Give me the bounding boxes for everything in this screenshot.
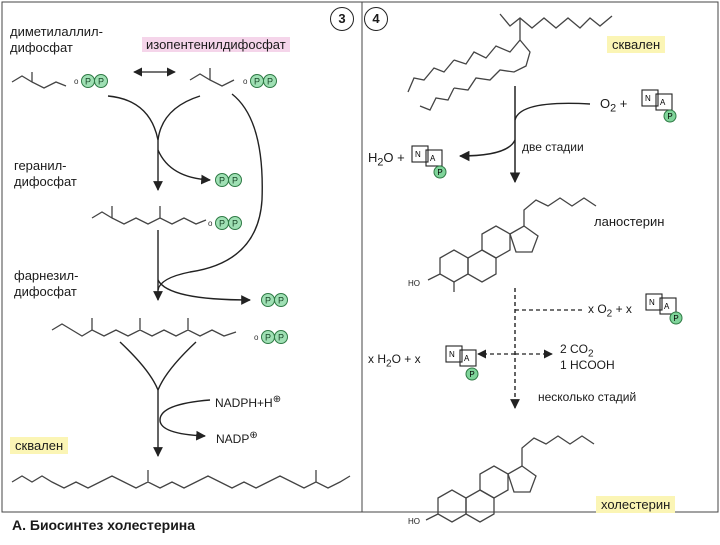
cofactor-letter: N — [415, 150, 421, 159]
fpp-merge-left — [119, 341, 159, 391]
nadph-label: NADPH+H⊕ — [215, 394, 282, 410]
phosphate-letter: P — [267, 77, 273, 87]
cofactor-letter: N — [649, 298, 655, 307]
cofactor-letter: A — [430, 154, 436, 163]
oxygen-link-label: o — [254, 333, 259, 342]
o2-cofactor-in — [514, 102, 591, 121]
ipp-loop-2 — [157, 93, 263, 291]
squalene-label-panel3: сквален — [10, 437, 69, 454]
cholesterol-label: холестерин — [596, 496, 676, 513]
condensation-arrow-1 — [107, 95, 163, 191]
cofactor-letter: A — [464, 354, 470, 363]
h2o-plus-label: H2O + — [368, 150, 405, 169]
o2-plus-label: O2 + — [600, 96, 628, 115]
nadph-cofactor-icon-1 — [641, 89, 673, 111]
two-steps-label: две стадии — [522, 140, 584, 154]
figure-caption: А. Биосинтез холестерина — [12, 517, 196, 533]
step-badge-3: 3 — [330, 7, 354, 31]
lanosterol-structure — [427, 197, 597, 292]
cholesterol-structure — [425, 435, 595, 523]
nadp-label: NADP⊕ — [216, 430, 258, 446]
squalene-folded-structure — [407, 13, 613, 111]
phosphate-letter: P — [98, 77, 104, 87]
oxygen-link-label: o — [208, 219, 213, 228]
gpp-structure — [91, 206, 207, 225]
cholesterol-ho-label: HO — [408, 517, 420, 526]
cofactor-p-letter: P — [437, 168, 442, 177]
lanosterol-label: ланостерин — [594, 214, 665, 229]
several-steps-label: несколько стадий — [538, 390, 637, 404]
squalene-chain — [11, 470, 351, 489]
phosphate-letter: P — [232, 219, 238, 229]
dmapp-label-line2: дифосфат — [10, 40, 73, 55]
nadp-cofactor-p-4 — [465, 367, 479, 381]
squalene-label-panel4: сквален — [607, 36, 666, 53]
cofactor-p-letter: P — [469, 370, 474, 379]
nadp-cofactor-icon-2 — [411, 145, 443, 167]
fpp-label-line1: фарнезил- — [14, 268, 79, 283]
panel-frame — [1, 1, 719, 513]
cofactor-letter: A — [664, 302, 670, 311]
ppi-release-arrow-1 — [157, 149, 211, 185]
oxygen-link-label: o — [243, 77, 248, 86]
phosphate-letter: P — [278, 296, 284, 306]
phosphate-letter: P — [278, 333, 284, 343]
phosphate-letter: P — [85, 77, 91, 87]
phosphate-letter: P — [232, 176, 238, 186]
dmapp-label-line1: диметилаллил- — [10, 24, 103, 39]
gpp-label-line1: геранил- — [14, 158, 67, 173]
nadph-cofactor-p-1 — [663, 109, 677, 123]
ipp-label: изопентенилдифосфат — [142, 37, 290, 52]
cofactor-letter: A — [660, 98, 666, 107]
phosphate-letter: P — [265, 333, 271, 343]
nadph-arrow — [159, 399, 211, 441]
cofactor-p-letter: P — [673, 314, 678, 323]
phosphate-letter: P — [254, 77, 260, 87]
step-badge-4: 4 — [364, 7, 388, 31]
hcooh-label: 1 HCOOH — [560, 358, 615, 372]
gpp-label-line2: дифосфат — [14, 174, 77, 189]
fpp-merge-right — [157, 341, 197, 391]
lanosterol-ho-label: HO — [408, 279, 420, 288]
phosphate-letter: P — [265, 296, 271, 306]
fpp-label-line2: дифосфат — [14, 284, 77, 299]
cofactor-p-letter: P — [667, 112, 672, 121]
ipp-merge-1 — [157, 95, 201, 141]
ipp-structure — [189, 68, 235, 87]
nadph-cofactor-p-3 — [669, 311, 683, 325]
nadp-cofactor-icon-4 — [445, 345, 477, 367]
nadp-cofactor-p-2 — [433, 165, 447, 179]
oxygen-link-label: o — [74, 77, 79, 86]
cofactor-letter: N — [645, 94, 651, 103]
h2o-cofactor-out — [458, 139, 516, 162]
x-h2o-label: x H2O + x — [368, 352, 421, 370]
cofactor-letter: N — [449, 350, 455, 359]
co2-label: 2 CO2 — [560, 342, 594, 360]
phosphate-letter: P — [219, 176, 225, 186]
dmapp-structure — [11, 72, 67, 89]
x-o2-label: x O2 + x — [588, 302, 632, 320]
fpp-structure — [51, 318, 237, 337]
phosphate-letter: P — [219, 219, 225, 229]
nadph-cofactor-icon-3 — [645, 293, 677, 315]
ppi-release-arrow-2 — [157, 279, 251, 305]
